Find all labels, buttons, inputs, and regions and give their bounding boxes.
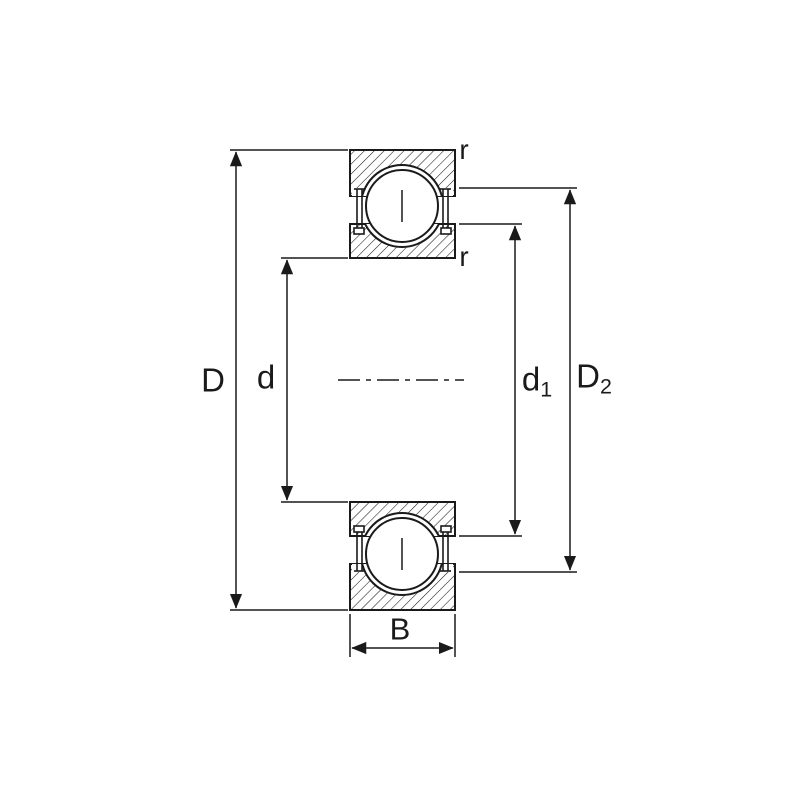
label-fillet-radius-outer-text: r	[459, 134, 469, 165]
label-fillet-radius-inner: r	[459, 243, 468, 271]
shield-notch-top-right	[440, 188, 453, 196]
extension-lines	[230, 149, 577, 657]
shield-top-right	[440, 188, 452, 235]
shield-bottom-left	[353, 525, 365, 572]
shield-notch-top-left	[352, 188, 365, 196]
top-cross-section	[349, 149, 456, 259]
shield-notch-bottom-right	[440, 564, 453, 572]
label-width-B: B	[390, 614, 411, 645]
label-width-B-text: B	[389, 611, 411, 647]
label-outer-diameter-D: D	[201, 364, 225, 397]
label-D2-subscript: 2	[599, 374, 612, 399]
dimension-lines	[229, 151, 577, 655]
label-bore-diameter-d: d	[257, 361, 275, 394]
bottom-cross-section	[349, 501, 456, 611]
shield-notch-bottom-left	[352, 564, 365, 572]
label-fillet-radius-inner-text: r	[459, 241, 469, 272]
label-d1: d1	[521, 360, 552, 401]
label-D2: D2	[576, 357, 612, 398]
label-d1-subscript: 1	[540, 377, 553, 402]
shield-top-left	[353, 188, 365, 235]
label-d1-base: d	[521, 360, 541, 398]
label-outer-diameter-D-text: D	[201, 361, 225, 399]
label-D2-base: D	[576, 357, 600, 395]
label-bore-diameter-d-text: d	[256, 358, 276, 396]
label-fillet-radius-outer: r	[459, 136, 468, 164]
shield-bottom-right	[440, 525, 452, 572]
